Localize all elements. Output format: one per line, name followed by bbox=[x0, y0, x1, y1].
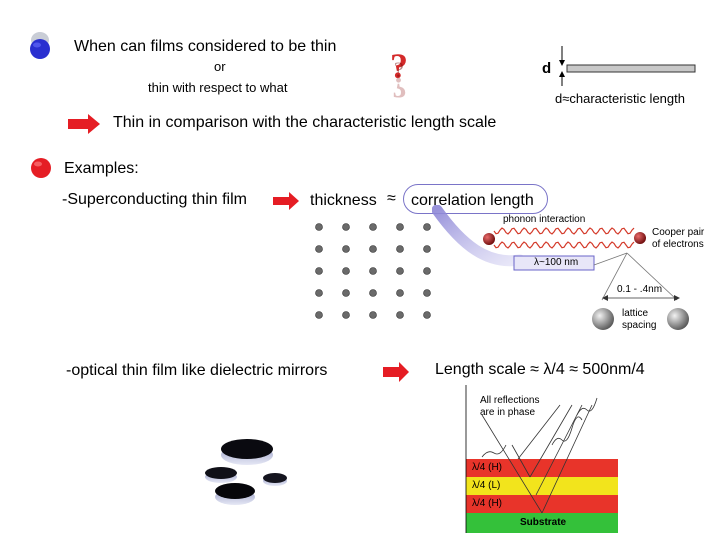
lattice-ion bbox=[423, 223, 431, 231]
lattice-ion bbox=[342, 223, 350, 231]
substrate-label: Substrate bbox=[520, 517, 567, 528]
layer-label: λ/4 (H) bbox=[472, 462, 503, 473]
lattice-ion bbox=[369, 267, 377, 275]
lattice-ion bbox=[315, 311, 323, 319]
lattice-ion bbox=[342, 289, 350, 297]
thickness-text: thickness bbox=[310, 192, 377, 209]
superconducting-label: -Superconducting thin film bbox=[62, 191, 247, 208]
conclusion-text: Thin in comparison with the characterist… bbox=[113, 114, 497, 131]
lattice-ion bbox=[396, 245, 404, 253]
arrow-icon bbox=[273, 192, 299, 215]
lattice-ion bbox=[342, 267, 350, 275]
lattice-ion bbox=[315, 267, 323, 275]
lattice-ion bbox=[315, 223, 323, 231]
thin-with-respect-text: thin with respect to what bbox=[148, 80, 288, 95]
ion-lattice bbox=[305, 215, 435, 332]
lattice-ion bbox=[396, 267, 404, 275]
lattice-ion bbox=[423, 289, 431, 297]
lattice-ion bbox=[342, 311, 350, 319]
approx-symbol: ≈ bbox=[387, 190, 396, 207]
length-scale-text: Length scale ≈ λ/4 ≈ 500nm/4 bbox=[435, 361, 645, 378]
arrow-icon bbox=[68, 114, 100, 139]
multilayer-mirror-diagram: All reflections are in phase λ/4 (H) λ/4… bbox=[452, 385, 620, 535]
characteristic-length-caption: d≈characteristic length bbox=[555, 91, 685, 106]
blue-bullet-icon bbox=[28, 30, 52, 69]
examples-label: Examples: bbox=[64, 160, 139, 177]
arrow-icon bbox=[383, 362, 409, 387]
lattice-ion bbox=[396, 311, 404, 319]
lattice-ion bbox=[423, 311, 431, 319]
cooper-pair-diagram: phonon interaction Cooper pair of electr… bbox=[432, 205, 720, 340]
reflections-label: All reflections are in phase bbox=[480, 395, 540, 418]
lattice-ion bbox=[369, 223, 377, 231]
lattice-ion bbox=[315, 289, 323, 297]
red-bullet-icon bbox=[30, 157, 52, 184]
question-mark-icon: ? ? ? bbox=[384, 46, 420, 113]
lattice-ion bbox=[423, 245, 431, 253]
lattice-ion bbox=[342, 245, 350, 253]
correlation-length-highlight bbox=[403, 184, 548, 214]
lambda-label: λ~100 nm bbox=[534, 257, 579, 268]
film-thickness-diagram: d bbox=[540, 44, 710, 108]
lattice-ion bbox=[396, 223, 404, 231]
svg-text:?: ? bbox=[392, 71, 407, 104]
lattice-spacing-label: lattice spacing bbox=[622, 308, 657, 331]
layer-label: λ/4 (H) bbox=[472, 498, 503, 509]
lattice-ion bbox=[369, 245, 377, 253]
lattice-spacing-value: 0.1 - .4nm bbox=[617, 284, 663, 295]
dielectric-mirrors-image bbox=[195, 425, 305, 520]
lattice-ion bbox=[369, 311, 377, 319]
cooper-pair-label: Cooper pair of electrons bbox=[652, 227, 705, 250]
svg-text:?: ? bbox=[394, 57, 404, 82]
question-title: When can films considered to be thin bbox=[74, 38, 337, 55]
svg-text:?: ? bbox=[390, 46, 408, 86]
lattice-ion bbox=[423, 267, 431, 275]
lattice-ion bbox=[396, 289, 404, 297]
correlation-length-text: correlation length bbox=[411, 192, 534, 209]
or-text: or bbox=[214, 59, 226, 74]
optical-label: -optical thin film like dielectric mirro… bbox=[66, 362, 328, 379]
layer-label: λ/4 (L) bbox=[472, 480, 501, 491]
phonon-label: phonon interaction bbox=[503, 214, 586, 225]
lattice-ion bbox=[315, 245, 323, 253]
lattice-ion bbox=[369, 289, 377, 297]
d-label: d bbox=[542, 60, 552, 77]
